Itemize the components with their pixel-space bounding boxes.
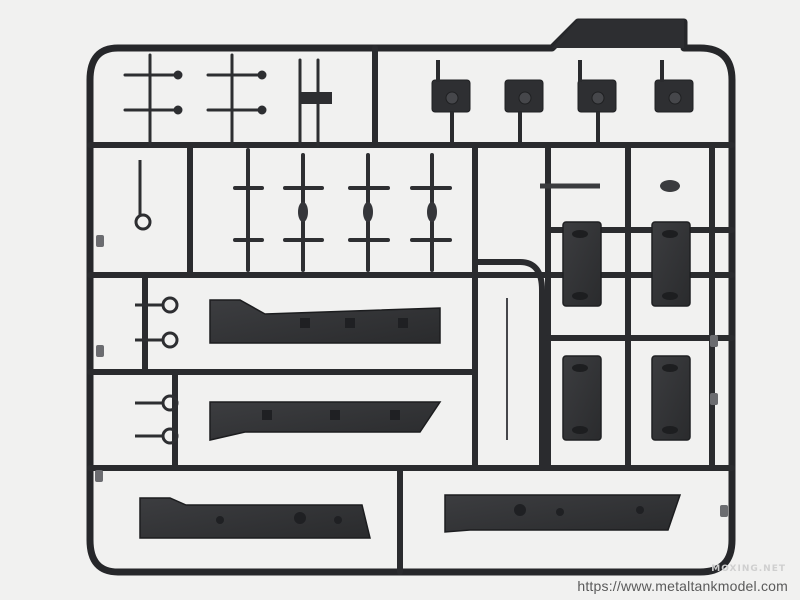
ring-hook-parts xyxy=(134,160,179,445)
sprue-tag-top xyxy=(552,20,684,48)
url-watermark: https://www.metaltankmodel.com xyxy=(577,578,788,594)
fastener-parts xyxy=(233,148,452,272)
small-rods-top-left xyxy=(123,53,320,147)
cover-panels xyxy=(562,221,691,441)
site-watermark: MOXING.NET xyxy=(711,564,786,574)
hull-side-plates xyxy=(139,299,682,539)
sprue-runners xyxy=(87,45,735,575)
sprue-frame xyxy=(86,18,736,576)
small-block-part xyxy=(300,92,332,104)
sprue-gates xyxy=(95,235,728,517)
jerry-can-parts xyxy=(431,79,694,113)
